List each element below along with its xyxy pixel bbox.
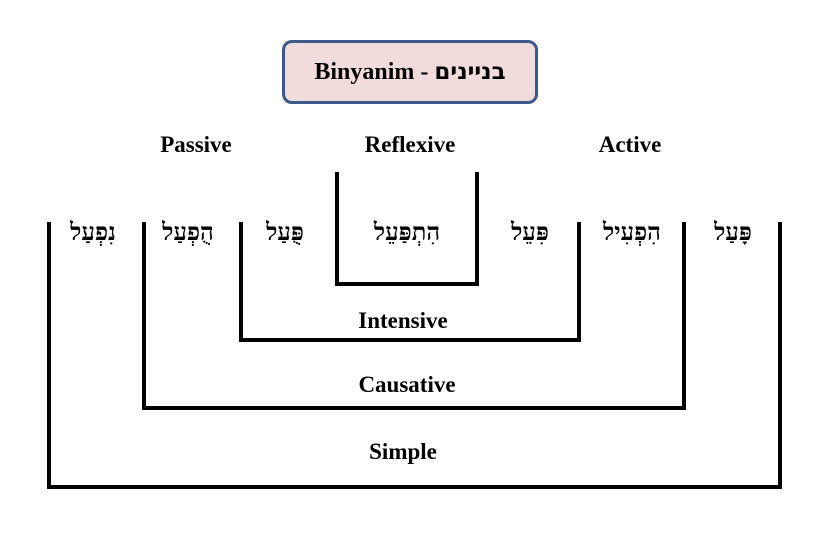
binyan-paal: פָּעַל	[714, 217, 752, 246]
label-causative: Causative	[358, 372, 456, 397]
label-reflexive: Reflexive	[364, 132, 456, 157]
binyan-nifal: נִפְעַל	[70, 217, 116, 246]
binyan-hifil: הִפְעִיל	[603, 217, 661, 246]
simple-bracket-right	[778, 222, 782, 489]
causative-bracket-bottom	[142, 406, 686, 410]
intensive-bracket-right	[577, 222, 581, 342]
reflexive-box-bottom	[335, 282, 479, 286]
title-box: Binyanim - בניינים	[282, 40, 538, 104]
simple-bracket-left	[47, 222, 51, 489]
label-intensive: Intensive	[358, 308, 448, 333]
label-passive: Passive	[160, 132, 232, 157]
title-hebrew: בניינים	[434, 59, 506, 85]
intensive-bracket-left	[239, 222, 243, 342]
label-active: Active	[598, 132, 662, 157]
binyan-piel: פִּעֵל	[511, 217, 549, 246]
title-english: Binyanim -	[314, 58, 429, 85]
causative-bracket-right	[682, 222, 686, 410]
binyan-pual: פֻּעַל	[266, 217, 304, 246]
binyan-hufal: הֻפְעַל	[162, 217, 214, 246]
binyan-hitpael: הִתְפַּעֵל	[373, 217, 441, 246]
causative-bracket-left	[142, 222, 146, 410]
label-simple: Simple	[369, 439, 437, 464]
simple-bracket-bottom	[47, 485, 782, 489]
intensive-bracket-bottom	[239, 338, 581, 342]
reflexive-box-left	[335, 172, 339, 286]
reflexive-box-right	[475, 172, 479, 286]
